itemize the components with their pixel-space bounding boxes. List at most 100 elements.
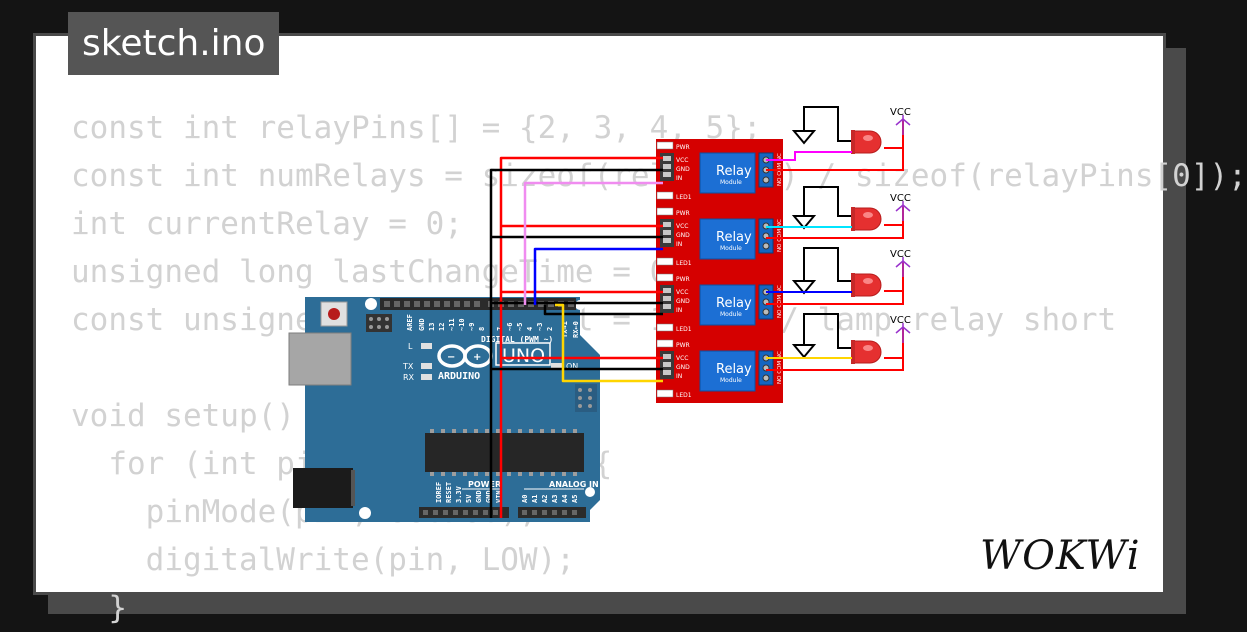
relay-vcc-pin-label: VCC — [676, 223, 688, 230]
pin-label: ~6 — [506, 323, 514, 331]
relay-contacts-label: NO COM NC — [777, 285, 783, 318]
led-on-label: ON — [566, 362, 578, 371]
pin-label: GND — [475, 490, 483, 503]
relay-title: Relay — [716, 230, 752, 245]
relay-module-2[interactable]: PWR LED1 VCC GND IN Relay Module NO COM … — [655, 204, 784, 272]
code-line: unsigned long lastChangeTime = 0; — [71, 254, 687, 290]
relay-module-4[interactable]: PWR LED1 VCC GND IN Relay Module NO COM … — [655, 336, 784, 404]
pin-label: VIN — [495, 490, 503, 503]
wire-vcc[interactable] — [499, 156, 663, 518]
relay-module-1[interactable]: PWR LED1 VCC GND IN Relay Module NO COM … — [655, 138, 784, 206]
board-model: UNO — [502, 345, 545, 367]
reset-button[interactable] — [320, 301, 348, 327]
lamp-led[interactable] — [850, 206, 882, 232]
vcc-label: VCC — [890, 315, 911, 326]
relay-gnd-pin-label: GND — [676, 298, 690, 305]
pin-label: ~10 — [458, 318, 466, 331]
wokwi-logo: WOKWi — [980, 533, 1141, 579]
power-header-label: POWER — [468, 480, 501, 489]
relay-subtitle: Module — [720, 245, 742, 252]
vcc-label: VCC — [890, 107, 911, 118]
relay-in-pin-label: IN — [676, 307, 682, 314]
file-tab[interactable]: sketch.ino — [68, 12, 280, 75]
relay-title: Relay — [716, 362, 752, 377]
relay-gnd-pin-label: GND — [676, 232, 690, 239]
pin-label: ~11 — [448, 318, 456, 331]
pin-label: 4 — [526, 327, 534, 331]
relay-title: Relay — [716, 164, 752, 179]
wire-gnd[interactable] — [489, 168, 663, 518]
relay-led-label: LED1 — [676, 326, 692, 333]
pin-label: IOREF — [435, 482, 443, 503]
pin-label: ~3 — [536, 323, 544, 331]
pin-label: A2 — [541, 495, 549, 503]
lamp-led[interactable] — [850, 339, 882, 365]
relay-in-pin-label: IN — [676, 241, 682, 248]
code-line: int currentRelay = 0; — [71, 206, 463, 242]
relay-in-pin-label: IN — [676, 175, 682, 182]
led-rx-label: RX — [403, 373, 415, 382]
wire-signal-pin2[interactable] — [555, 303, 663, 383]
pin-label: A5 — [571, 495, 579, 503]
relay-vcc-pin-label: VCC — [676, 355, 688, 362]
lamp-led[interactable] — [850, 272, 882, 298]
relay-pwr-label: PWR — [676, 342, 690, 349]
vcc-label: VCC — [890, 249, 911, 260]
circuit-diagram: AREF GND 13 12 ~11 ~10 ~9 8 7 ~6 ~5 4 ~3… — [288, 106, 911, 522]
pin-label: A3 — [551, 495, 559, 503]
pin-label: RX←0 — [572, 321, 580, 338]
analog-header-label: ANALOG IN — [549, 480, 599, 489]
pin-label: 5V — [465, 494, 473, 503]
pin-label: 13 — [428, 323, 436, 331]
led-l-label: L — [408, 342, 413, 351]
led-tx-label: TX — [402, 362, 414, 371]
relay-module-3[interactable]: PWR LED1 VCC GND IN Relay Module NO COM … — [655, 270, 784, 338]
pin-label: 8 — [478, 327, 486, 331]
relay-subtitle: Module — [720, 311, 742, 318]
atmega-chip — [425, 433, 584, 472]
wire-signal-pin4[interactable] — [533, 247, 663, 305]
vcc-label: VCC — [890, 193, 911, 204]
pin-label: RESET — [445, 482, 453, 503]
relay-led-label: LED1 — [676, 194, 692, 201]
lamp-circuit-3: VCC — [766, 247, 911, 305]
arduino-brand: ARDUINO — [438, 371, 480, 382]
pin-label: AREF — [406, 314, 414, 331]
relay-pwr-label: PWR — [676, 210, 690, 217]
pin-label: 3.3V — [455, 485, 463, 503]
pin-label: A0 — [521, 495, 529, 503]
relay-led-label: LED1 — [676, 260, 692, 267]
lamp-circuit-2: VCC — [766, 186, 911, 239]
pin-label: 12 — [438, 323, 446, 331]
lamp-circuit-4: VCC — [766, 313, 911, 371]
relay-vcc-pin-label: VCC — [676, 289, 688, 296]
relay-subtitle: Module — [720, 179, 742, 186]
pin-label: 2 — [546, 327, 554, 331]
pin-label: ~9 — [468, 323, 476, 331]
relay-title: Relay — [716, 296, 752, 311]
code-line: digitalWrite(pin, LOW); — [71, 542, 575, 578]
svg-text:WOKWi: WOKWi — [980, 533, 1141, 579]
svg-text:−: − — [447, 352, 455, 363]
wire-signal-pin5[interactable] — [523, 181, 663, 305]
relay-contacts-label: NO COM NC — [777, 219, 783, 252]
lamp-circuit-1: VCC — [766, 106, 911, 171]
relay-gnd-pin-label: GND — [676, 364, 690, 371]
pin-label: GND — [485, 490, 493, 503]
relay-in-pin-label: IN — [676, 373, 682, 380]
power-jack — [293, 468, 353, 508]
pin-label: GND — [418, 318, 426, 331]
relay-contacts-label: NO COM NC — [777, 351, 783, 384]
digital-header-label: DIGITAL (PWM ~) — [481, 335, 553, 344]
relay-gnd-pin-label: GND — [676, 166, 690, 173]
svg-text:+: + — [473, 352, 481, 363]
relay-led-label: LED1 — [676, 392, 692, 399]
wire-signal-pin3[interactable] — [543, 305, 663, 316]
pin-label: TX→1 — [561, 321, 569, 338]
code-line: } — [71, 590, 127, 626]
relay-pwr-label: PWR — [676, 276, 690, 283]
lamp-led[interactable] — [850, 129, 882, 155]
pin-label: ~5 — [516, 323, 524, 331]
arduino-uno-board[interactable]: AREF GND 13 12 ~11 ~10 ~9 8 7 ~6 ~5 4 ~3… — [288, 297, 600, 522]
relay-subtitle: Module — [720, 377, 742, 384]
